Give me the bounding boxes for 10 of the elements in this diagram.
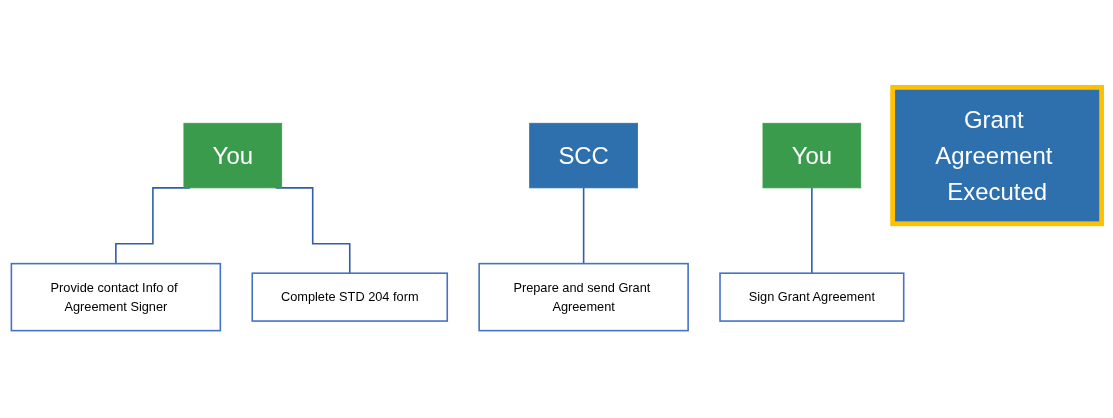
node-box: You [183,122,283,189]
node-box: You [762,122,862,189]
connector [582,187,585,265]
node-box: Provide contact Info of Agreement Signer [10,262,222,332]
node-box: Sign Grant Agreement [719,272,905,322]
node-box: Complete STD 204 form [251,272,449,322]
node-box: Prepare and send Grant Agreement [478,262,689,332]
node-box: Grant Agreement Executed [890,84,1104,227]
node-box: SCC [529,122,638,189]
connector [811,187,813,274]
